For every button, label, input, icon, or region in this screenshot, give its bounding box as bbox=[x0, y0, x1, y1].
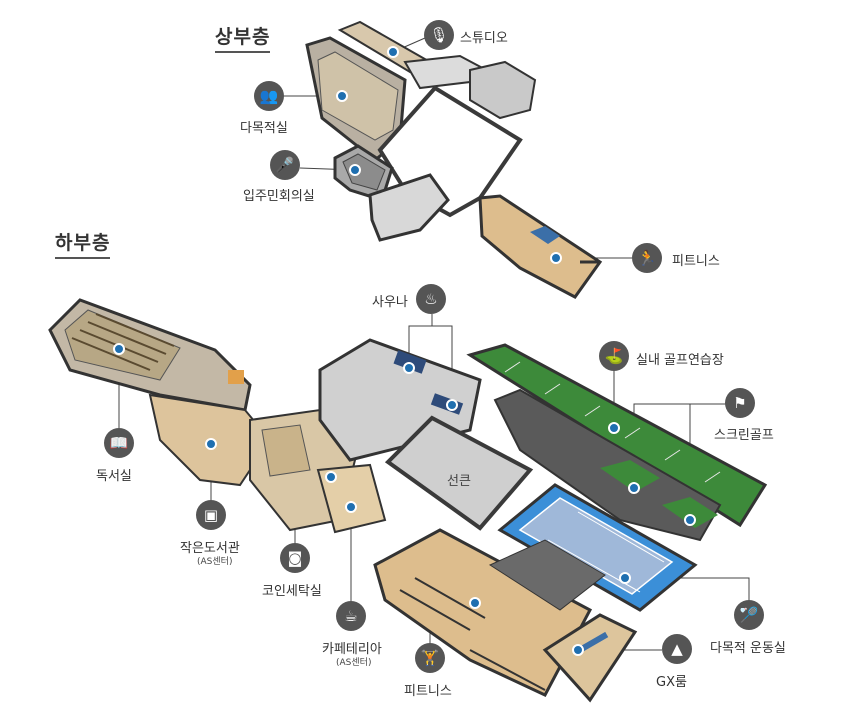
washing-machine-icon: ◙ bbox=[280, 543, 310, 573]
book-icon: 📖 bbox=[104, 428, 134, 458]
people-icon: 👥 bbox=[254, 81, 284, 111]
laundry-room bbox=[261, 424, 311, 477]
label-indoor-golf: 실내 골프연습장 bbox=[636, 353, 724, 368]
running-icon: 🏃 bbox=[632, 243, 662, 273]
screen-golf-room-1 bbox=[600, 460, 660, 492]
kids-area-accent bbox=[228, 370, 244, 384]
badminton-icon: 🏸 bbox=[734, 600, 764, 630]
upper-lower-connector bbox=[368, 173, 450, 242]
label-resident-meeting: 입주민회의실 bbox=[243, 189, 315, 204]
location-markers bbox=[113, 46, 696, 656]
golf-flag-icon: ⚑ bbox=[725, 388, 755, 418]
lower-floor-title: 하부층 bbox=[55, 228, 111, 259]
label-multipurpose-room: 다목적실 bbox=[240, 121, 288, 136]
screen-golf-area bbox=[493, 388, 722, 542]
label-fitness-upper: 피트니스 bbox=[672, 254, 720, 269]
upper-floor-title: 상부층 bbox=[215, 22, 271, 53]
treadmill-icon: 🏋 bbox=[415, 643, 445, 673]
label-gx-room: GX룸 bbox=[656, 675, 687, 690]
court-line-2 bbox=[577, 511, 665, 563]
gx-mirror bbox=[575, 631, 609, 655]
lower-fitness-floor bbox=[373, 528, 593, 697]
label-small-library-sub: (AS센터) bbox=[197, 557, 233, 567]
microphone-icon: 🎙 bbox=[424, 20, 454, 50]
meeting-room-floor bbox=[342, 153, 386, 191]
label-sauna: 사우나 bbox=[372, 295, 408, 310]
label-cafeteria-sub: (AS센터) bbox=[336, 658, 372, 668]
multipurpose-room-floor bbox=[317, 51, 399, 141]
label-sunken: 선큰 bbox=[447, 474, 471, 489]
label-studio: 스튜디오 bbox=[460, 31, 508, 46]
golfer-icon: ⛳ bbox=[599, 341, 629, 371]
cafeteria-floor bbox=[316, 463, 387, 534]
coffee-icon: ☕ bbox=[336, 601, 366, 631]
sunken-courtyard bbox=[384, 415, 534, 531]
library-icon: ▣ bbox=[196, 500, 226, 530]
gx-room bbox=[542, 613, 638, 703]
label-coin-laundry: 코인세탁실 bbox=[262, 584, 322, 599]
label-fitness-lower: 피트니스 bbox=[404, 684, 452, 699]
label-multipurpose-gym: 다목적 운동실 bbox=[710, 641, 786, 656]
upper-floor-plan bbox=[305, 20, 603, 299]
upper-fitness-equipment bbox=[530, 226, 560, 244]
upper-fitness-wing bbox=[478, 194, 603, 299]
sauna-icon: ♨ bbox=[416, 284, 446, 314]
label-reading-room: 독서실 bbox=[96, 469, 132, 484]
upper-right-rooms bbox=[469, 60, 537, 120]
microphone-stand-icon: 🎤 bbox=[270, 150, 300, 180]
screen-golf-room-2 bbox=[662, 497, 718, 528]
golf-bays bbox=[504, 361, 721, 483]
fitness-weights-area bbox=[488, 539, 606, 611]
label-small-library: 작은도서관 bbox=[180, 541, 240, 556]
aerobics-icon: ▲ bbox=[662, 634, 692, 664]
treadmill-rows bbox=[399, 577, 546, 691]
sauna-pool-1 bbox=[393, 350, 427, 374]
lower-floor-plan bbox=[48, 298, 768, 703]
label-screen-golf: 스크린골프 bbox=[714, 428, 774, 443]
label-cafeteria: 카페테리아 bbox=[322, 642, 382, 657]
